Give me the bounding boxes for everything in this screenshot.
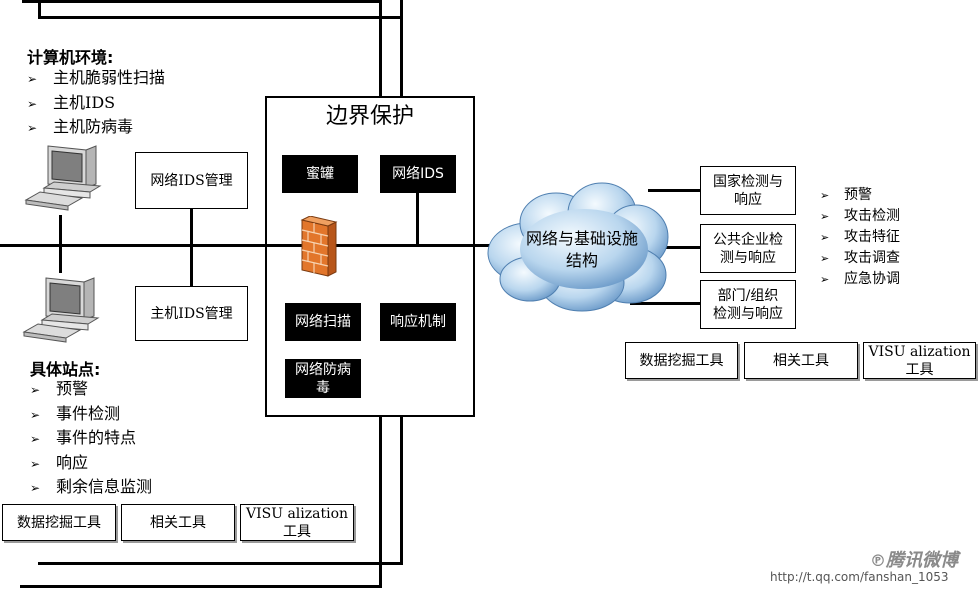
top-line-1 — [400, 0, 403, 96]
arrow-icon: ➢ — [820, 252, 830, 265]
enterprise-detection-box: 公共企业检 测与响应 — [700, 224, 796, 273]
list-item: ➢攻击特征 — [820, 227, 900, 248]
top-line-1b — [38, 0, 41, 19]
list-item: ➢预警 — [820, 185, 900, 206]
weibo-logo-icon: ℗ — [870, 551, 886, 570]
list-item: ➢主机脆弱性扫描 — [27, 66, 165, 91]
tool-visualization-left: VISU alization 工具 — [240, 504, 354, 541]
tool-visualization-right: VISU alization 工具 — [863, 342, 976, 379]
computer-icon — [24, 145, 102, 211]
arrow-icon: ➢ — [30, 383, 41, 397]
nids-stem — [416, 193, 419, 245]
computer-top-stem — [59, 215, 62, 245]
host-ids-mgmt-box: 主机IDS管理 — [135, 286, 248, 341]
bottom-line-2 — [400, 417, 403, 565]
list-item: ➢攻击调查 — [820, 248, 900, 269]
arrow-icon: ➢ — [820, 273, 830, 286]
list-item: ➢主机IDS — [27, 91, 165, 116]
watermark-url: http://t.qq.com/fanshan_1053 — [770, 570, 949, 584]
honeypot-block: 蜜罐 — [282, 155, 358, 193]
list-item: ➢事件的特点 — [30, 426, 152, 451]
network-scan-block: 网络扫描 — [285, 303, 361, 341]
arrow-icon: ➢ — [27, 121, 38, 135]
national-detection-box: 国家检测与 响应 — [700, 166, 796, 215]
arrow-icon: ➢ — [27, 72, 38, 86]
bottom-hline-1 — [38, 562, 403, 565]
tool-data-mining-right: 数据挖掘工具 — [625, 342, 738, 379]
list-item: ➢主机防病毒 — [27, 115, 165, 140]
cloud-icon — [487, 182, 669, 312]
arrow-icon: ➢ — [820, 231, 830, 244]
site-heading: 具体站点: — [30, 360, 101, 379]
site-list: ➢预警 ➢事件检测 ➢事件的特点 ➢响应 ➢剩余信息监测 — [30, 377, 152, 500]
response-block: 响应机制 — [380, 303, 456, 341]
list-item: ➢事件检测 — [30, 402, 152, 427]
top-hline-2 — [22, 0, 382, 3]
tool-data-mining-left: 数据挖掘工具 — [2, 504, 116, 541]
arrow-icon: ➢ — [820, 210, 830, 223]
arrow-icon: ➢ — [27, 96, 38, 111]
boundary-title: 边界保护 — [325, 104, 414, 129]
computer-env-list: ➢主机脆弱性扫描 ➢主机IDS ➢主机防病毒 — [27, 66, 165, 140]
list-item: ➢剩余信息监测 — [30, 475, 152, 500]
list-item: ➢攻击检测 — [820, 206, 900, 227]
computer-icon — [22, 277, 100, 343]
mgmt-stem — [190, 209, 193, 287]
arrow-icon: ➢ — [820, 189, 830, 202]
conn-enterprise — [664, 246, 700, 249]
bottom-line-1 — [379, 417, 382, 587]
arrow-icon: ➢ — [30, 432, 41, 446]
top-line-2 — [379, 0, 382, 96]
antivirus-block: 网络防病 毒 — [285, 359, 361, 398]
conn-department — [630, 302, 700, 305]
arrow-icon: ➢ — [30, 456, 41, 471]
tool-correlation-right: 相关工具 — [744, 342, 858, 379]
network-ids-mgmt-box: 网络IDS管理 — [135, 152, 248, 209]
tool-correlation-left: 相关工具 — [121, 504, 235, 541]
top-hline-1 — [38, 16, 403, 19]
backbone-inside — [265, 244, 475, 247]
attack-list: ➢预警 ➢攻击检测 ➢攻击特征 ➢攻击调查 ➢应急协调 — [820, 185, 900, 290]
conn-national — [648, 189, 700, 192]
arrow-icon: ➢ — [30, 407, 41, 422]
computer-bottom-stem — [59, 245, 62, 273]
arrow-icon: ➢ — [30, 481, 41, 495]
list-item: ➢应急协调 — [820, 269, 900, 290]
bottom-hline-2 — [20, 585, 382, 588]
watermark-brand: 腾讯微博 — [886, 550, 958, 571]
computer-env-heading: 计算机环境: — [27, 48, 114, 67]
cloud-label: 网络与基础设施 结构 — [525, 229, 638, 270]
firewall-icon — [300, 216, 338, 277]
watermark-logo: ℗腾讯微博 — [870, 546, 958, 572]
list-item: ➢预警 — [30, 377, 152, 402]
network-ids-block: 网络IDS — [380, 155, 456, 193]
list-item: ➢响应 — [30, 451, 152, 476]
department-detection-box: 部门/组织 检测与响应 — [700, 280, 796, 329]
backbone-line — [0, 244, 515, 247]
